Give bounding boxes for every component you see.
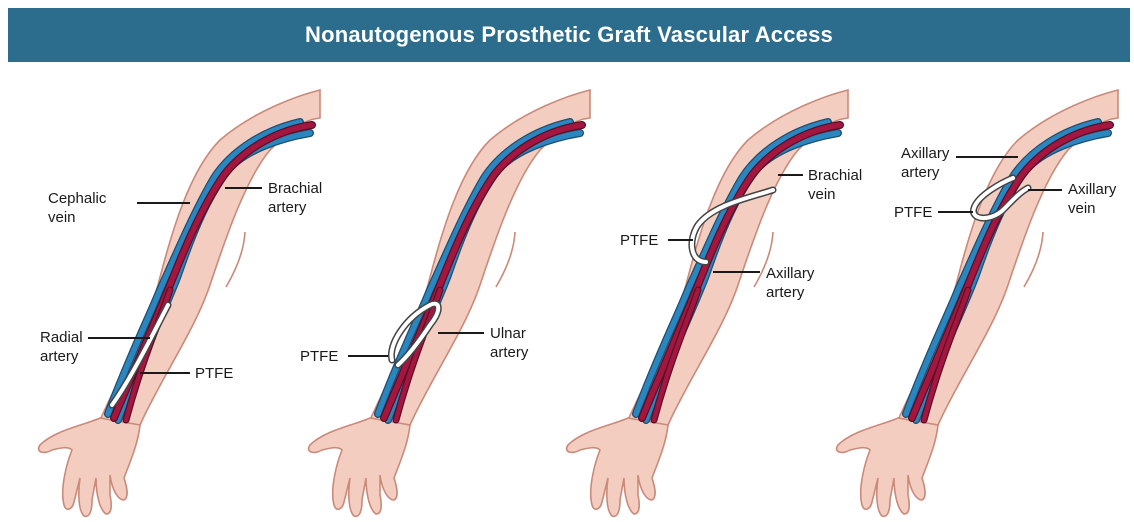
label-ulnar-artery-2: artery bbox=[490, 344, 529, 361]
label-axillary-vein-1: Axillary bbox=[1068, 181, 1117, 198]
label-brachial-vein-1: Brachial bbox=[808, 167, 862, 184]
panel-forearm-loop: PTFE Ulnar artery bbox=[300, 90, 590, 516]
label-ulnar-artery-1: Ulnar bbox=[490, 325, 526, 342]
panel-axillary-loop: Axillary artery PTFE Axillary vein bbox=[837, 90, 1118, 516]
label-brachial-vein-2: vein bbox=[808, 186, 836, 203]
label-axillary-artery-1: Axillary bbox=[901, 145, 950, 162]
label-radial-artery-2: artery bbox=[40, 348, 79, 365]
label-radial-artery-1: Radial bbox=[40, 329, 83, 346]
label-ptfe: PTFE bbox=[300, 348, 338, 365]
label-axillary-artery-1: Axillary bbox=[766, 265, 815, 282]
label-cephalic-vein-2: vein bbox=[48, 209, 76, 226]
label-ptfe: PTFE bbox=[894, 204, 932, 221]
label-cephalic-vein-1: Cephalic bbox=[48, 190, 107, 207]
label-brachial-artery-1: Brachial bbox=[268, 180, 322, 197]
label-brachial-artery-2: artery bbox=[268, 199, 307, 216]
panel-upper-arm-brachial-axillary: Brachial vein PTFE Axillary artery bbox=[567, 90, 863, 516]
label-axillary-artery-2: artery bbox=[766, 284, 805, 301]
panel-forearm-radial: Cephalic vein Brachial artery Radial art… bbox=[39, 90, 323, 516]
label-axillary-artery-2: artery bbox=[901, 164, 940, 181]
label-ptfe: PTFE bbox=[620, 232, 658, 249]
label-axillary-vein-2: vein bbox=[1068, 200, 1096, 217]
label-ptfe: PTFE bbox=[195, 365, 233, 382]
